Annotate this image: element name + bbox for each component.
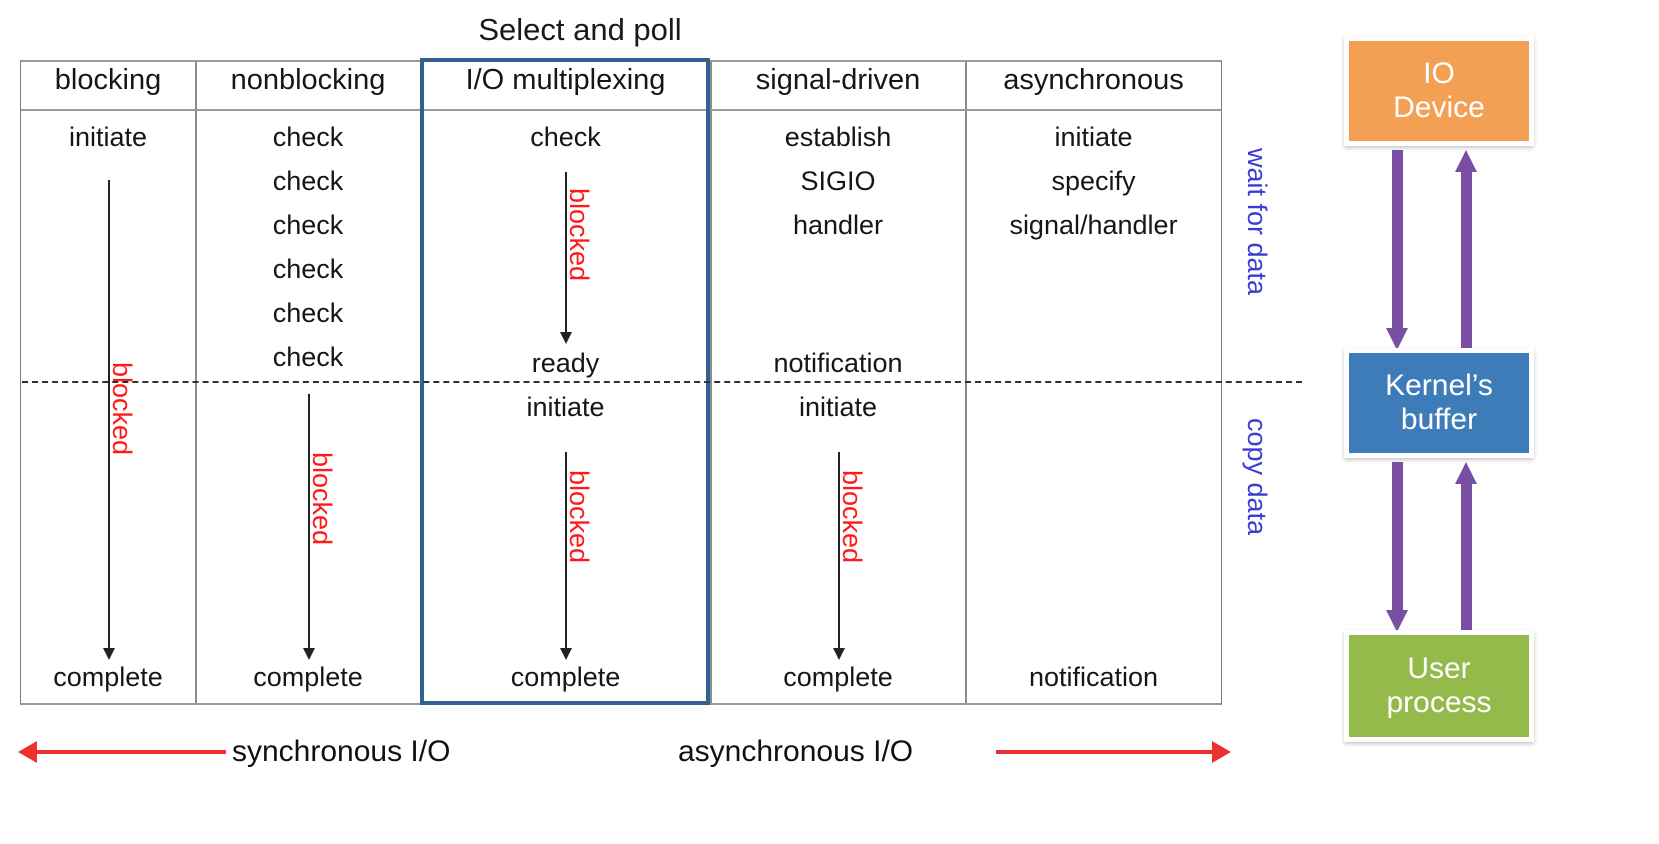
table-column-nonblocking: nonblocking check check check check chec…	[196, 62, 420, 703]
legend-synchronous-io: synchronous I/O	[232, 735, 451, 768]
page-title: Select and poll	[478, 12, 682, 47]
sync-arrow-left-head	[18, 741, 37, 763]
io-models-table: blocking initiate complete blocked nonbl…	[20, 60, 1222, 705]
kernel-buffer-label-line2: buffer	[1400, 403, 1478, 436]
wait-copy-divider	[22, 381, 1302, 383]
cell-async-specify: specify	[1051, 166, 1136, 196]
cell-nonblocking-check-6: check	[272, 342, 344, 372]
legend-asynchronous-io: asynchronous I/O	[678, 735, 914, 768]
cell-async-notification: notification	[1028, 662, 1159, 692]
cell-iomux-complete: complete	[510, 662, 621, 692]
cell-signal-handler: handler	[792, 210, 884, 240]
sync-arrow-line	[36, 750, 226, 754]
blocked-arrow-signal-driven	[832, 452, 846, 660]
blocked-label-iomux-copy: blocked	[564, 470, 594, 564]
header-rule	[21, 109, 195, 111]
column-header-blocking: blocking	[54, 64, 162, 96]
header-rule	[421, 109, 710, 111]
table-column-asynchronous: asynchronous initiate specify signal/han…	[966, 62, 1221, 703]
phase-label-wait-for-data: wait for data	[1242, 148, 1272, 296]
user-process-box: User process	[1344, 630, 1534, 742]
column-header-io-multiplexing: I/O multiplexing	[465, 64, 666, 96]
cell-nonblocking-check-3: check	[272, 210, 344, 240]
blocked-label-blocking: blocked	[107, 362, 137, 456]
blocked-label-iomux-wait: blocked	[564, 188, 594, 282]
blocked-arrow-iomux-copy	[559, 452, 573, 660]
cell-nonblocking-check-5: check	[272, 298, 344, 328]
io-device-label-line2: Device	[1393, 91, 1485, 124]
cell-nonblocking-complete: complete	[253, 662, 363, 692]
blocked-arrow-blocking	[102, 180, 116, 660]
header-rule	[966, 109, 1221, 111]
io-device-label-line1: IO	[1423, 57, 1455, 91]
cell-iomux-check: check	[530, 122, 601, 152]
user-process-label-line2: process	[1386, 686, 1492, 719]
blocked-arrow-iomux-wait	[559, 172, 573, 344]
cell-nonblocking-check-2: check	[272, 166, 344, 196]
table-column-io-multiplexing: I/O multiplexing check ready initiate co…	[421, 62, 710, 703]
arrow-user-to-kernel	[1455, 462, 1477, 632]
cell-signal-initiate: initiate	[798, 392, 878, 422]
cell-nonblocking-check-4: check	[272, 254, 344, 284]
cell-signal-notification: notification	[773, 348, 903, 378]
table-column-blocking: blocking initiate complete blocked	[21, 62, 195, 703]
phase-label-copy-data: copy data	[1242, 418, 1272, 536]
async-arrow-line	[996, 750, 1212, 754]
io-device-box: IO Device	[1344, 36, 1534, 146]
async-arrow-right-head	[1212, 741, 1231, 763]
blocked-label-nonblocking: blocked	[307, 452, 337, 546]
cell-blocking-complete: complete	[53, 662, 163, 692]
kernel-buffer-label-line1: Kernel’s	[1385, 369, 1493, 403]
cell-signal-sigio: SIGIO	[800, 166, 876, 196]
cell-signal-establish: establish	[784, 122, 892, 152]
cell-async-initiate: initiate	[1054, 122, 1133, 152]
cell-blocking-initiate: initiate	[68, 122, 148, 152]
cell-async-signal-handler: signal/handler	[1009, 210, 1178, 240]
user-process-label-line1: User	[1407, 652, 1471, 686]
arrow-device-to-kernel	[1386, 150, 1408, 350]
arrow-kernel-to-device	[1455, 150, 1477, 350]
blocked-label-signal-driven: blocked	[837, 470, 867, 564]
column-header-signal-driven: signal-driven	[755, 64, 921, 96]
cell-signal-complete: complete	[783, 662, 893, 692]
blocked-arrow-nonblocking	[302, 394, 316, 660]
cell-nonblocking-check-1: check	[272, 122, 344, 152]
cell-iomux-initiate: initiate	[526, 392, 605, 422]
header-rule	[711, 109, 965, 111]
column-header-asynchronous: asynchronous	[1003, 64, 1184, 96]
column-header-nonblocking: nonblocking	[230, 64, 386, 96]
table-column-signal-driven: signal-driven establish SIGIO handler no…	[711, 62, 965, 703]
cell-iomux-ready: ready	[531, 348, 600, 378]
kernel-buffer-box: Kernel’s buffer	[1344, 348, 1534, 458]
header-rule	[196, 109, 420, 111]
arrow-kernel-to-user	[1386, 462, 1408, 632]
